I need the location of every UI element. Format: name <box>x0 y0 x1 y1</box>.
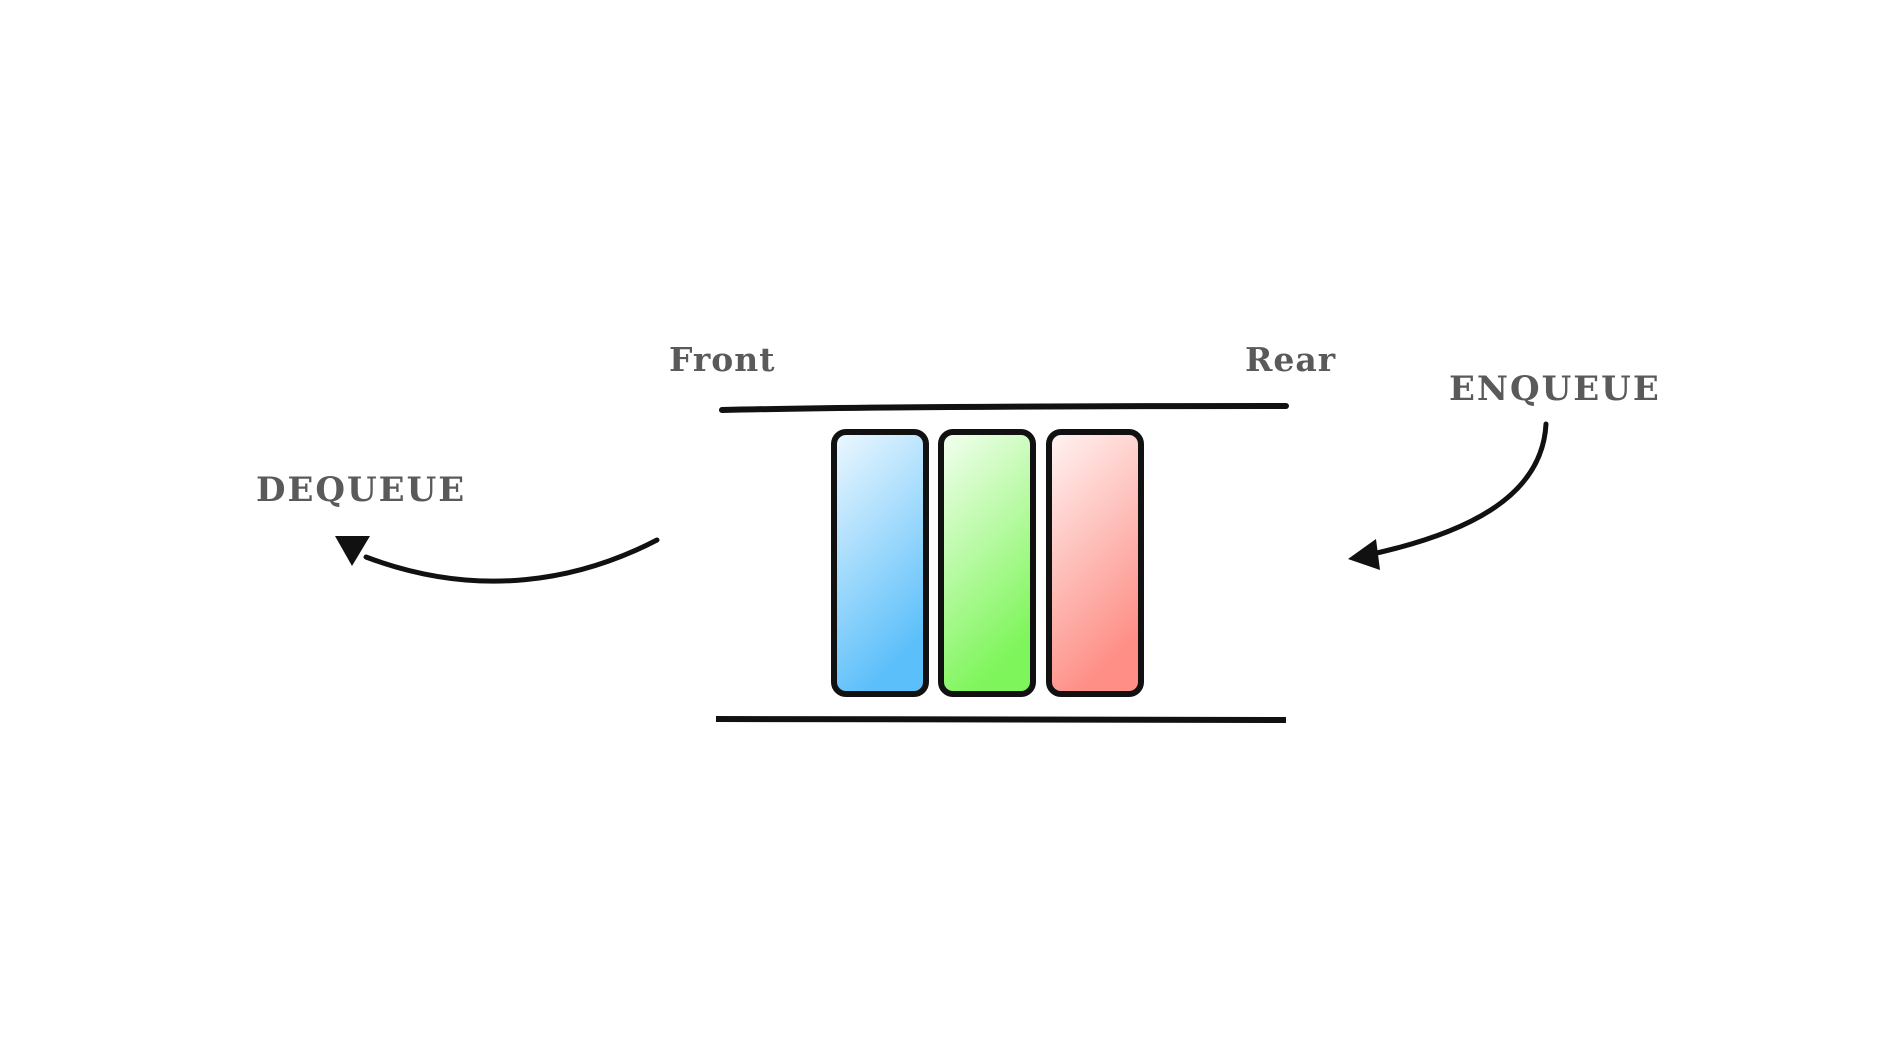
queue-bottom-rail <box>715 716 1287 723</box>
enqueue-arrowhead-icon <box>1348 539 1380 570</box>
front-label: Front <box>669 340 776 379</box>
enqueue-arrow <box>1348 421 1549 570</box>
queue-items <box>831 429 1144 697</box>
queue-item-red <box>1046 429 1144 697</box>
dequeue-arrow-curve <box>363 537 660 584</box>
queue-item-green <box>938 429 1036 697</box>
dequeue-arrow <box>335 536 660 584</box>
dequeue-arrowhead-icon <box>335 536 370 566</box>
enqueue-label: ENQUEUE <box>1449 369 1661 409</box>
enqueue-arrow-curve <box>1365 421 1549 558</box>
queue-top-rail <box>719 403 1289 413</box>
queue-item-blue <box>831 429 929 697</box>
rear-label: Rear <box>1245 340 1337 379</box>
dequeue-label: DEQUEUE <box>256 470 467 510</box>
